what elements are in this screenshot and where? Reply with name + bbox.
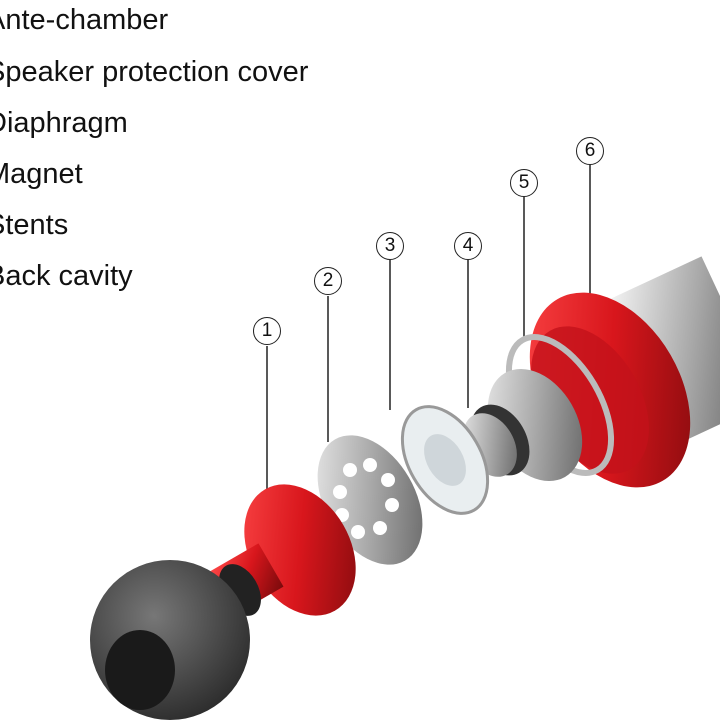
- callout-4: 4: [454, 232, 482, 260]
- ear-tip-part: [90, 560, 250, 720]
- leader-lines: [266, 165, 591, 492]
- callout-3: 3: [376, 232, 404, 260]
- magnet-part: [463, 368, 583, 482]
- legend-item-stents: Stents: [0, 209, 69, 241]
- legend-item-speaker-protection-cover: Speaker protection cover: [0, 56, 309, 88]
- callout-2: 2: [314, 267, 342, 295]
- callout-5: 5: [510, 169, 538, 197]
- legend-item-magnet: Magnet: [0, 158, 83, 190]
- legend-item-ante-chamber: Ante-chamber: [0, 4, 169, 36]
- legend-item-diaphragm: Diaphragm: [0, 107, 128, 139]
- ante-chamber-part: [206, 484, 356, 617]
- legend-item-back-cavity: Back cavity: [0, 260, 133, 292]
- callout-6: 6: [576, 137, 604, 165]
- diaphragm-part: [400, 405, 490, 515]
- callout-1: 1: [253, 317, 281, 345]
